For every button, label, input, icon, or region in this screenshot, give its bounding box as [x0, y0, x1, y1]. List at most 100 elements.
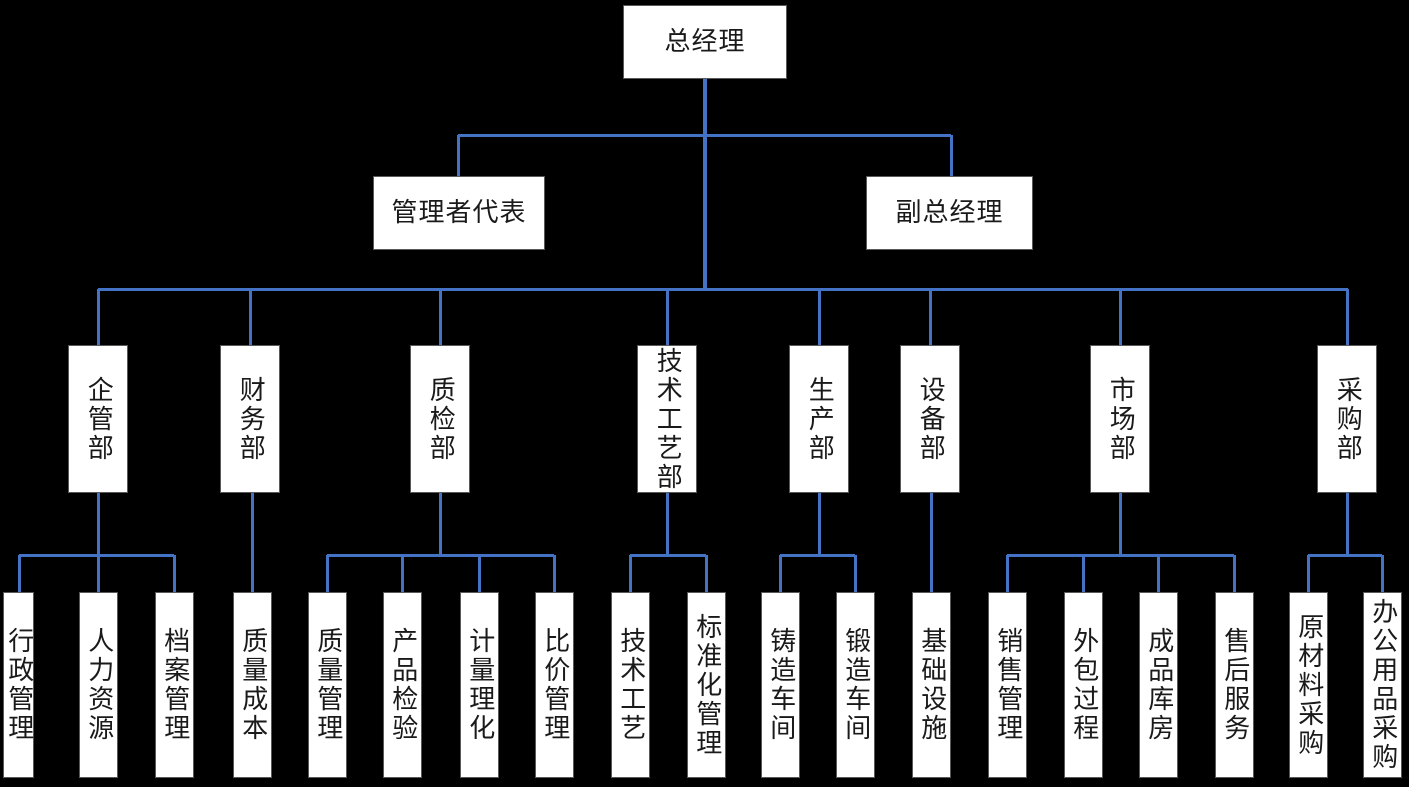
- connector-line: [1118, 493, 1122, 555]
- org-node-production-dept: 生产部: [789, 345, 849, 493]
- connector-line: [1232, 555, 1236, 592]
- org-node-label: 技术工艺: [615, 627, 646, 743]
- org-node-quality-inspection-dept: 质检部: [410, 345, 470, 493]
- connector-line: [400, 555, 404, 592]
- connector-line: [172, 555, 176, 592]
- connector-line: [96, 555, 100, 592]
- org-node-label: 总经理: [664, 26, 746, 57]
- connector-line: [1156, 555, 1160, 592]
- org-node-after-sales-service: 售后服务: [1215, 592, 1254, 778]
- org-node-sales-management: 销售管理: [988, 592, 1027, 778]
- org-node-label: 产品检验: [387, 627, 418, 743]
- connector-line: [456, 135, 460, 177]
- org-node-label: 质检部: [425, 375, 456, 463]
- org-node-label: 行政管理: [3, 627, 34, 743]
- connector-line: [438, 493, 442, 555]
- org-node-label: 采购部: [1332, 375, 1363, 463]
- org-node-quality-management: 质量管理: [308, 592, 347, 778]
- org-node-management-representative: 管理者代表: [373, 176, 545, 250]
- org-node-label: 办公用品采购: [1367, 598, 1398, 772]
- connector-line: [477, 555, 481, 592]
- org-node-label: 生产部: [804, 375, 835, 463]
- org-node-archives-management: 档案管理: [155, 592, 194, 778]
- connector-line: [1118, 289, 1122, 345]
- org-node-deputy-general-manager: 副总经理: [866, 176, 1033, 250]
- org-node-label: 基础设施: [916, 627, 947, 743]
- connector-line: [665, 289, 669, 345]
- connector-line: [248, 289, 252, 345]
- connector-line: [552, 555, 556, 592]
- org-node-label: 人力资源: [83, 627, 114, 743]
- org-node-label: 档案管理: [159, 627, 190, 743]
- connector-line: [853, 555, 857, 592]
- connector-line: [98, 287, 1348, 291]
- org-node-metrology-physicochemical: 计量理化: [460, 592, 499, 778]
- org-node-label: 财务部: [235, 375, 266, 463]
- connector-line: [780, 553, 855, 557]
- org-node-label: 原材料采购: [1293, 612, 1324, 758]
- org-node-label: 外包过程: [1068, 627, 1099, 743]
- org-node-outsourcing-process: 外包过程: [1064, 592, 1103, 778]
- connector-line: [1345, 289, 1349, 345]
- connector-line: [458, 133, 951, 137]
- connector-line: [327, 553, 554, 557]
- connector-line: [817, 493, 821, 555]
- connector-line: [630, 553, 706, 557]
- org-node-technology-process-dept: 技术工艺部: [637, 345, 697, 493]
- connector-line: [1007, 553, 1234, 557]
- org-node-office-supplies-purchasing: 办公用品采购: [1363, 592, 1402, 778]
- org-node-product-inspection: 产品检验: [383, 592, 422, 778]
- connector-line: [96, 493, 100, 555]
- org-node-general-manager: 总经理: [623, 5, 787, 79]
- org-node-equipment-dept: 设备部: [900, 345, 960, 493]
- connector-line: [817, 289, 821, 345]
- connector-line: [929, 493, 933, 592]
- connector-line: [665, 493, 669, 555]
- org-node-finished-goods-warehouse: 成品库房: [1139, 592, 1178, 778]
- connector-line: [704, 555, 708, 592]
- org-node-label: 管理者代表: [391, 197, 527, 228]
- connector-line: [1380, 555, 1384, 592]
- connector-line: [703, 79, 707, 289]
- org-node-quality-cost: 质量成本: [233, 592, 272, 778]
- connector-line: [1308, 553, 1382, 557]
- connector-line: [1005, 555, 1009, 592]
- org-node-price-comparison-management: 比价管理: [535, 592, 574, 778]
- connector-line: [628, 555, 632, 592]
- org-node-label: 铸造车间: [765, 627, 796, 743]
- org-node-label: 标准化管理: [691, 612, 722, 758]
- org-node-purchasing-dept: 采购部: [1317, 345, 1377, 493]
- connector-line: [96, 289, 100, 345]
- org-node-casting-workshop: 铸造车间: [761, 592, 800, 778]
- connector-line: [1081, 555, 1085, 592]
- org-node-label: 质量管理: [312, 627, 343, 743]
- org-node-label: 副总经理: [895, 197, 1004, 228]
- org-node-label: 市场部: [1105, 375, 1136, 463]
- org-node-technology-process: 技术工艺: [611, 592, 650, 778]
- org-node-label: 锻造车间: [840, 627, 871, 743]
- org-node-label: 设备部: [915, 375, 946, 463]
- org-node-human-resources: 人力资源: [79, 592, 118, 778]
- org-node-finance-dept: 财务部: [220, 345, 280, 493]
- org-node-label: 成品库房: [1143, 627, 1174, 743]
- org-node-administration-management: 行政管理: [3, 592, 34, 778]
- org-node-label: 比价管理: [539, 627, 570, 743]
- connector-line: [438, 289, 442, 345]
- org-node-enterprise-management-dept: 企管部: [68, 345, 128, 493]
- org-node-label: 企管部: [83, 375, 114, 463]
- connector-line: [1345, 493, 1349, 555]
- connector-line: [949, 135, 953, 176]
- org-node-label: 技术工艺部: [652, 346, 683, 492]
- org-node-label: 售后服务: [1219, 627, 1250, 743]
- org-node-label: 质量成本: [237, 627, 268, 743]
- connector-line: [250, 493, 254, 592]
- connector-line: [1306, 555, 1310, 592]
- org-node-market-dept: 市场部: [1090, 345, 1150, 493]
- connector-line: [778, 555, 782, 592]
- connector-line: [17, 555, 21, 592]
- org-node-label: 计量理化: [464, 627, 495, 743]
- org-node-forging-workshop: 锻造车间: [836, 592, 875, 778]
- org-node-infrastructure: 基础设施: [912, 592, 951, 778]
- connector-line: [325, 555, 329, 592]
- org-node-standardization-management: 标准化管理: [687, 592, 726, 778]
